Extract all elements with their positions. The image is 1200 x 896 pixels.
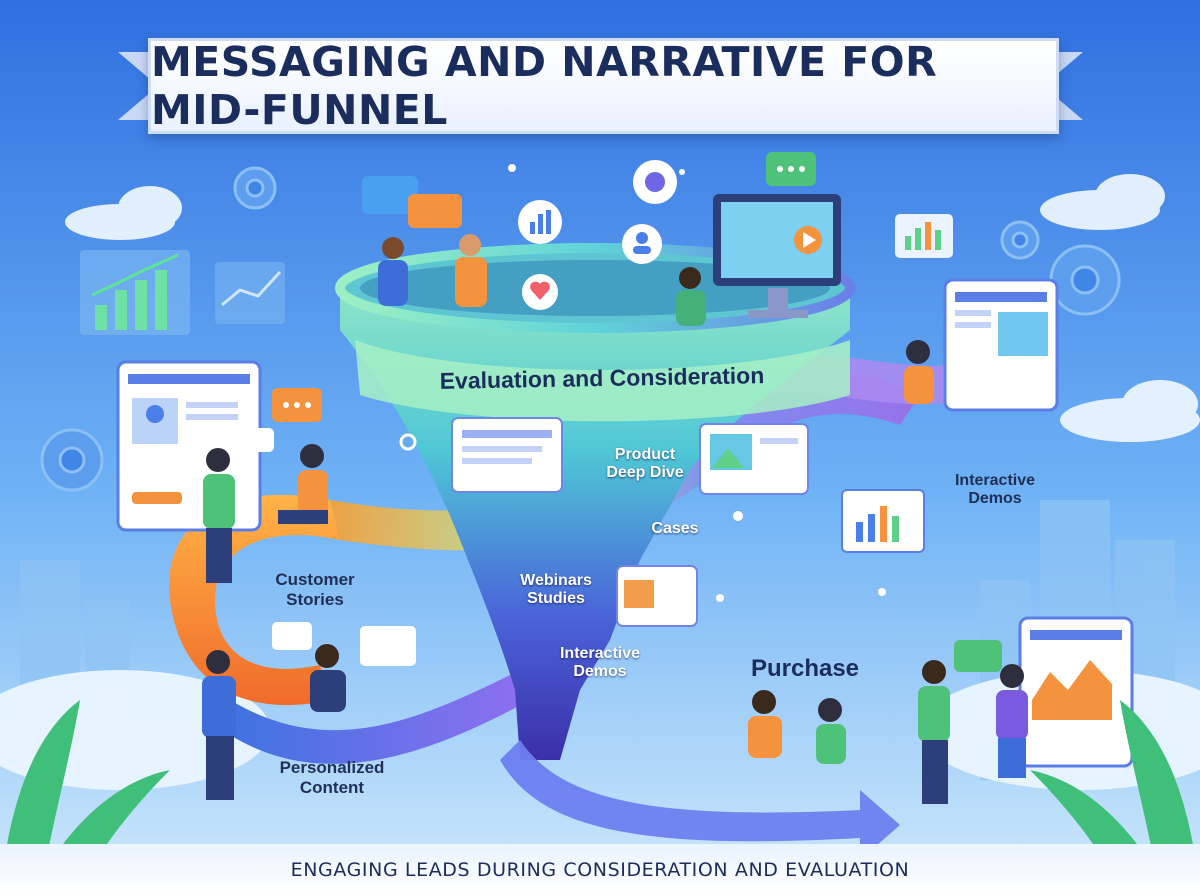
image-icon (699, 423, 809, 495)
gear-icon (1049, 244, 1121, 316)
label-interactive-demos-right: Interactive Demos (954, 472, 1036, 508)
label-purchase: Purchase (750, 655, 860, 682)
footer-bar: ENGAGING LEADS DURING CONSIDERATION AND … (0, 844, 1200, 896)
sparkle-decorations (399, 164, 886, 602)
journey-ribbon-lower (230, 670, 530, 764)
label-product-deep-dive: Product Deep Dive (606, 446, 684, 482)
bar-chart-icon (895, 214, 953, 258)
chart-window (1018, 616, 1134, 768)
document-icon (943, 278, 1059, 412)
gear-icon (233, 166, 277, 210)
user-icon (622, 224, 662, 264)
chat-bubble-icon (272, 622, 416, 666)
image-icon (616, 565, 698, 627)
label-cases: Cases (651, 520, 699, 537)
label-webinars-studies: Webinars Studies (520, 572, 592, 608)
label-customer-stories: Customer Stories (275, 570, 355, 609)
bar-chart-icon (80, 250, 190, 335)
chat-bubble-icon (954, 640, 1002, 672)
label-interactive-demos-center: Interactive Demos (559, 645, 641, 681)
label-personalized-content: Personalized Content (279, 758, 385, 797)
chat-bubble-icon (362, 176, 462, 228)
title-banner: MESSAGING AND NARRATIVE FOR MID-FUNNEL (148, 38, 1059, 134)
page-subtitle: ENGAGING LEADS DURING CONSIDERATION AND … (290, 859, 910, 881)
chat-bubble-icon (272, 388, 322, 422)
chat-bubble-icon (238, 428, 274, 452)
chat-bubble-icon (766, 152, 816, 186)
document-icon (451, 417, 563, 493)
journey-ribbon-main (330, 371, 920, 551)
page-title: MESSAGING AND NARRATIVE FOR MID-FUNNEL (151, 38, 938, 134)
people-illustrations (202, 234, 1028, 804)
bar-chart-icon (841, 489, 925, 553)
purchase-arrow (500, 740, 900, 860)
play-icon (803, 232, 816, 248)
gear-icon (633, 160, 677, 204)
video-monitor (713, 194, 841, 318)
heart-icon (522, 274, 558, 310)
gear-icon (1000, 220, 1040, 260)
gear-icon (40, 428, 104, 492)
bar-chart-icon (215, 262, 285, 324)
bar-chart-icon (518, 200, 562, 244)
